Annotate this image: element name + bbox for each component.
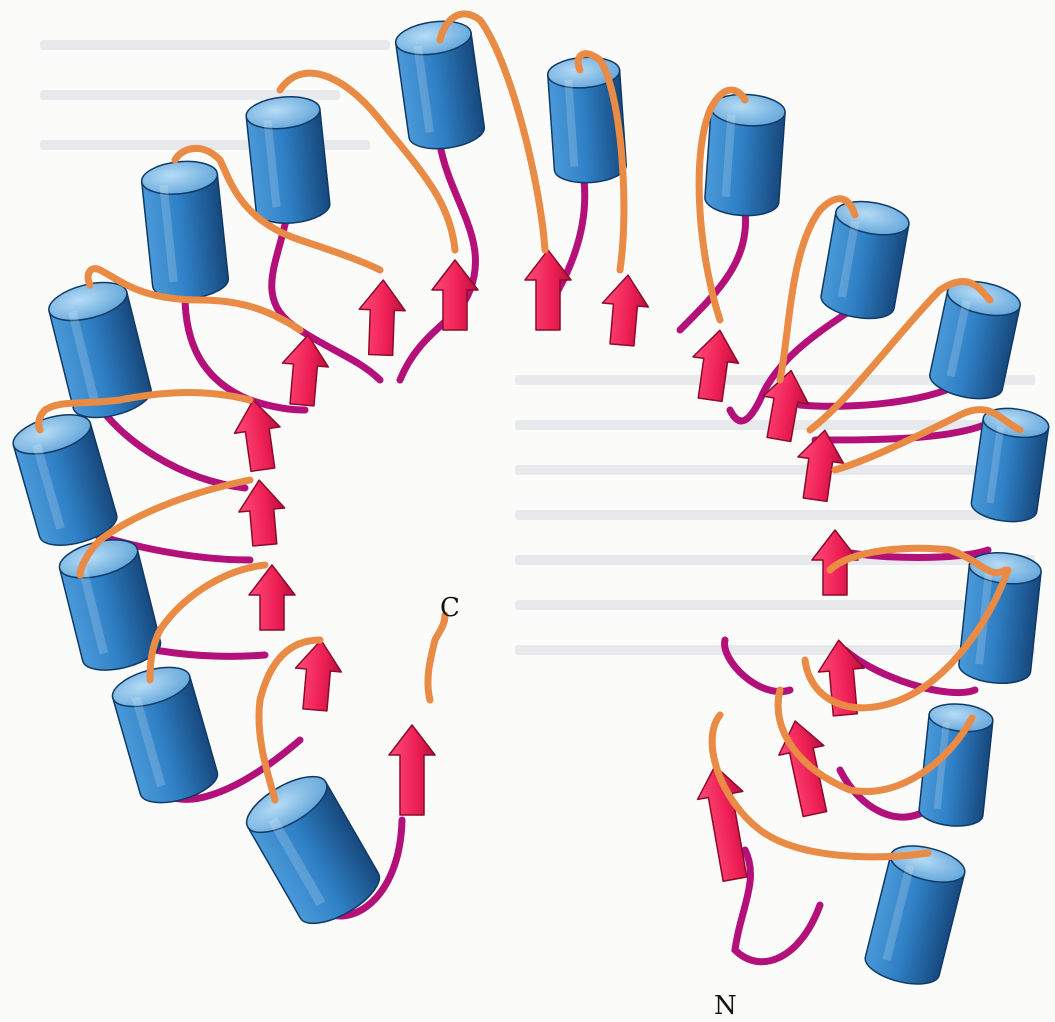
strand-arrow [358, 279, 407, 356]
helix-cylinder [818, 196, 911, 323]
helix-cylinder [140, 158, 230, 302]
strand-arrow [525, 250, 571, 330]
helix-cylinder [862, 839, 969, 990]
helix-cylinder [56, 533, 165, 677]
helix-cylinder [9, 407, 121, 553]
helix-cylinder [245, 93, 332, 226]
strand-arrow [249, 565, 295, 630]
helix-cylinder [108, 660, 222, 810]
c-terminus-label: C [440, 593, 460, 623]
helix-cylinder [704, 92, 786, 218]
strand-arrow [687, 327, 742, 403]
strand-arrow [292, 638, 344, 712]
helix-cylinder [927, 276, 1024, 405]
strand-arrow [389, 725, 435, 815]
strand-arrow [599, 273, 651, 347]
n-terminus-label: N [714, 991, 737, 1021]
